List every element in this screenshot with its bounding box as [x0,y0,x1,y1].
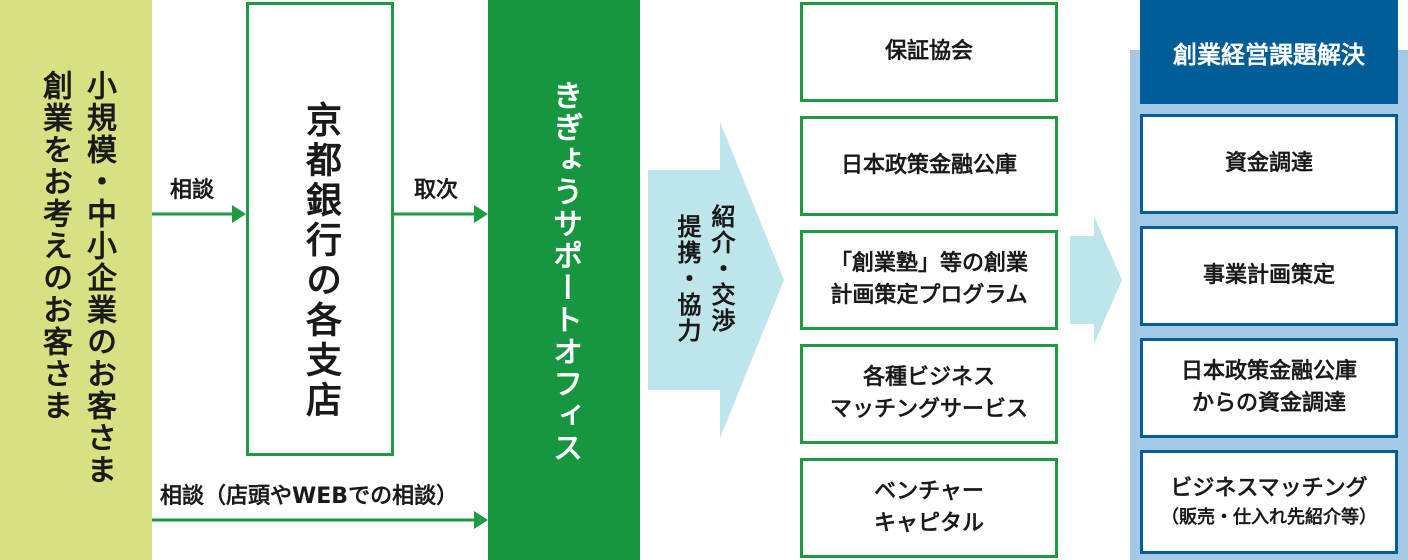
big-arrow-label-line2: 提携・協力 [673,214,701,344]
result-line1: ビジネスマッチング [1170,476,1368,501]
service-line2: マッチングサービス [829,397,1028,422]
service-box-program: 「創業塾」等の創業 計画策定プログラム [800,230,1058,330]
result-box-business-matching: ビジネスマッチング （販売・仕入れ先紹介等） [1140,450,1398,554]
label-consult: 相談 [170,178,215,203]
service-box-guarantee: 保証協会 [800,2,1058,102]
big-arrow-label-line1: 紹介・交渉 [707,204,735,334]
service-line1: ベンチャー [874,479,984,504]
customer-label-line2: 創業をお考えのお客さま [37,70,72,422]
service-box-matching: 各種ビジネス マッチングサービス [800,344,1058,444]
service-box-jfc: 日本政策金融公庫 [800,116,1058,216]
result-line1: 事業計画策定 [1202,263,1335,288]
result-line2: （販売・仕入れ先紹介等） [1161,507,1377,528]
arrow-web-head [474,511,488,529]
result-line1: 資金調達 [1224,151,1313,176]
arrow-consult-head [232,205,246,223]
label-forward: 取次 [414,178,459,203]
label-consult-web: 相談（店頭やWEBでの相談） [160,484,459,509]
service-line1: 各種ビジネス [862,365,995,390]
arrow-forward-head [474,205,488,223]
result-box-funding: 資金調達 [1140,114,1398,214]
service-line1: 日本政策金融公庫 [840,153,1017,178]
branch-label: 京都銀行の各支店 [300,101,341,421]
service-box-vc: ベンチャー キャピタル [800,458,1058,558]
result-line1: 日本政策金融公庫 [1180,359,1357,384]
result-line2: からの資金調達 [1191,391,1346,416]
service-line2: 計画策定プログラム [830,283,1028,308]
service-line2: キャピタル [873,511,984,536]
support-office-label: きぎょうサポートオフィス [547,80,582,464]
arrow-to-results [1070,216,1122,344]
service-line1: 保証協会 [884,39,973,64]
big-arrow-referral [648,122,784,438]
result-box-jfc-funding: 日本政策金融公庫 からの資金調達 [1140,338,1398,438]
customer-label-line1: 小規模・中小企業のお客さま [81,70,116,486]
result-box-business-plan: 事業計画策定 [1140,226,1398,326]
customer-panel: 小規模・中小企業のお客さま 創業をお考えのお客さま [0,0,152,560]
support-office-panel: きぎょうサポートオフィス [488,0,640,560]
service-line1: 「創業塾」等の創業 [829,251,1028,276]
branch-box: 京都銀行の各支店 [246,2,394,456]
results-header: 創業経営課題解決 [1140,0,1398,104]
